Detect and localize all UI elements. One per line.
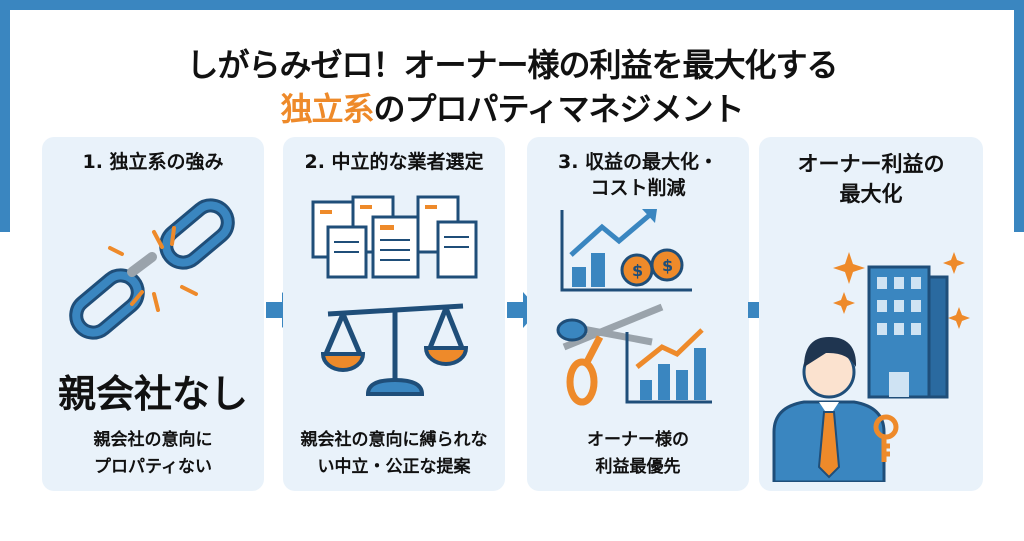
heading-line: オーナー利益の: [797, 152, 945, 176]
card-heading: オーナー利益の最大化: [759, 149, 983, 209]
documents-icon: [311, 195, 478, 279]
no-parent-company-label: 親会社なし: [57, 372, 248, 416]
heading-line: 3. 収益の最大化・: [557, 151, 719, 173]
page-title: しがらみゼロ！オーナー様の利益を最大化する: [186, 46, 838, 84]
broken-chain-icon: [69, 198, 235, 340]
svg-text:$: $: [662, 256, 673, 275]
heading-line: コスト削減: [590, 177, 686, 199]
desc-line: 親会社の意向に: [93, 430, 213, 450]
card-heading: 1. 独立系の強み: [82, 151, 224, 173]
card-independent-strength: 1. 独立系の強み 親会社なし 親会社の意向にプロパティない: [42, 137, 264, 491]
desc-line: オーナー様の: [587, 430, 689, 450]
growth-chart-coins-icon: $$: [560, 209, 692, 292]
scissors-chart-icon: [556, 303, 712, 406]
card-description: 親会社の意向に縛られない中立・公正な提案: [283, 427, 505, 481]
subtitle-rest: のプロパティマネジメント: [373, 90, 744, 128]
svg-text:$: $: [632, 261, 643, 280]
card-owner-profit: オーナー利益の最大化: [759, 137, 983, 491]
desc-line: い中立・公正な提案: [317, 457, 471, 477]
desc-line: 親会社の意向に縛られな: [300, 430, 488, 450]
desc-line: プロパティない: [94, 457, 212, 477]
owner-building-icon: [772, 252, 970, 482]
card-description: オーナー様の利益最優先: [527, 427, 749, 481]
page-subtitle: 独立系のプロパティマネジメント: [0, 84, 1024, 130]
subtitle-accent: 独立系: [280, 90, 374, 128]
card-description: 親会社の意向にプロパティない: [42, 427, 264, 481]
card-heading: 3. 収益の最大化・コスト削減: [527, 149, 749, 201]
card-profit-cost: 3. 収益の最大化・コスト削減 $$ オーナー様の利益最優先: [527, 137, 749, 491]
card-heading: 2. 中立的な業者選定: [304, 151, 484, 173]
heading-line: 最大化: [839, 182, 903, 206]
desc-line: 利益最優先: [595, 457, 681, 477]
card-neutral-selection: 2. 中立的な業者選定 親会社の意向に縛られない中立・公正な提案: [283, 137, 505, 491]
scales-icon: [320, 303, 469, 396]
